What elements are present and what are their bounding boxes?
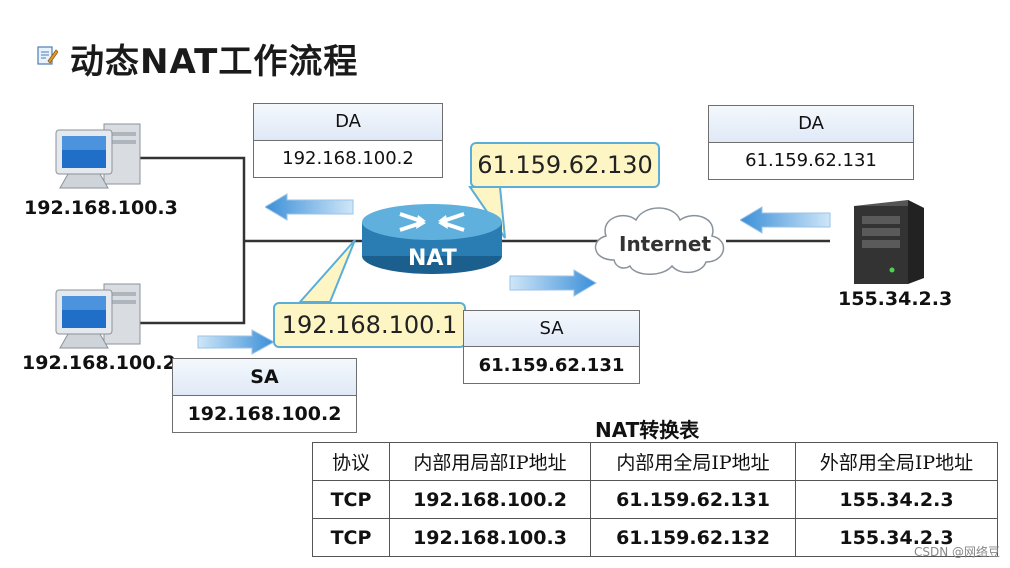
table-cell: 192.168.100.3 [389,518,591,557]
server-icon [854,200,924,284]
table-cell: TCP [312,480,390,519]
column-header: 协议 [312,442,390,481]
table-cell: 61.159.62.131 [590,480,796,519]
table-header-row: 协议 内部用局部IP地址 内部用全局IP地址 外部用全局IP地址 [312,442,998,481]
host-ip-label: 192.168.100.2 [22,352,176,374]
host-ip-label: 192.168.100.3 [24,197,178,219]
column-header: 内部用局部IP地址 [389,442,591,481]
right-arrow-icon [197,329,276,355]
table-cell: 155.34.2.3 [795,480,998,519]
table-cell: TCP [312,518,390,557]
watermark: CSDN @网络豆 [913,545,1000,559]
page-title: 动态NAT工作流程 [70,42,359,82]
packet-address: 61.159.62.131 [745,150,877,172]
packet-da-box: DA 192.168.100.2 [253,103,443,178]
host-ip-label: 155.34.2.3 [838,288,953,310]
edit-document-icon [37,46,58,65]
nat-translation-table: 协议 内部用局部IP地址 内部用全局IP地址 外部用全局IP地址 TCP 192… [312,442,998,557]
packet-header: DA [254,104,442,141]
table-row: TCP 192.168.100.3 61.159.62.132 155.34.2… [312,518,998,557]
nat-table-title: NAT转换表 [595,418,700,442]
column-header: 外部用全局IP地址 [795,442,998,481]
computer-icon [55,123,141,189]
packet-header: SA [464,311,639,347]
packet-sa-box: SA 192.168.100.2 [172,358,357,433]
table-cell: 192.168.100.2 [389,480,591,519]
table-cell: 61.159.62.132 [590,518,796,557]
packet-da-box: DA 61.159.62.131 [708,105,914,180]
packet-sa-box: SA 61.159.62.131 [463,310,640,384]
computer-icon [55,283,141,349]
left-arrow-icon [740,206,831,234]
internet-label: Internet [619,232,712,256]
right-arrow-icon [509,269,597,297]
left-arrow-icon [265,193,354,221]
table-row: TCP 192.168.100.2 61.159.62.131 155.34.2… [312,480,998,519]
column-header: 内部用全局IP地址 [590,442,796,481]
packet-header: DA [709,106,913,143]
router-label: NAT [408,246,457,271]
packet-address: 61.159.62.131 [478,354,625,376]
cloud-icon [594,207,725,275]
packet-header: SA [173,359,356,396]
public-ip-callout: 61.159.62.130 [470,142,660,188]
private-ip-callout: 192.168.100.1 [273,302,466,348]
packet-address: 192.168.100.2 [187,402,342,425]
router-icon [362,204,502,274]
packet-address: 192.168.100.2 [282,148,414,170]
table-cell: 155.34.2.3 [795,518,998,557]
